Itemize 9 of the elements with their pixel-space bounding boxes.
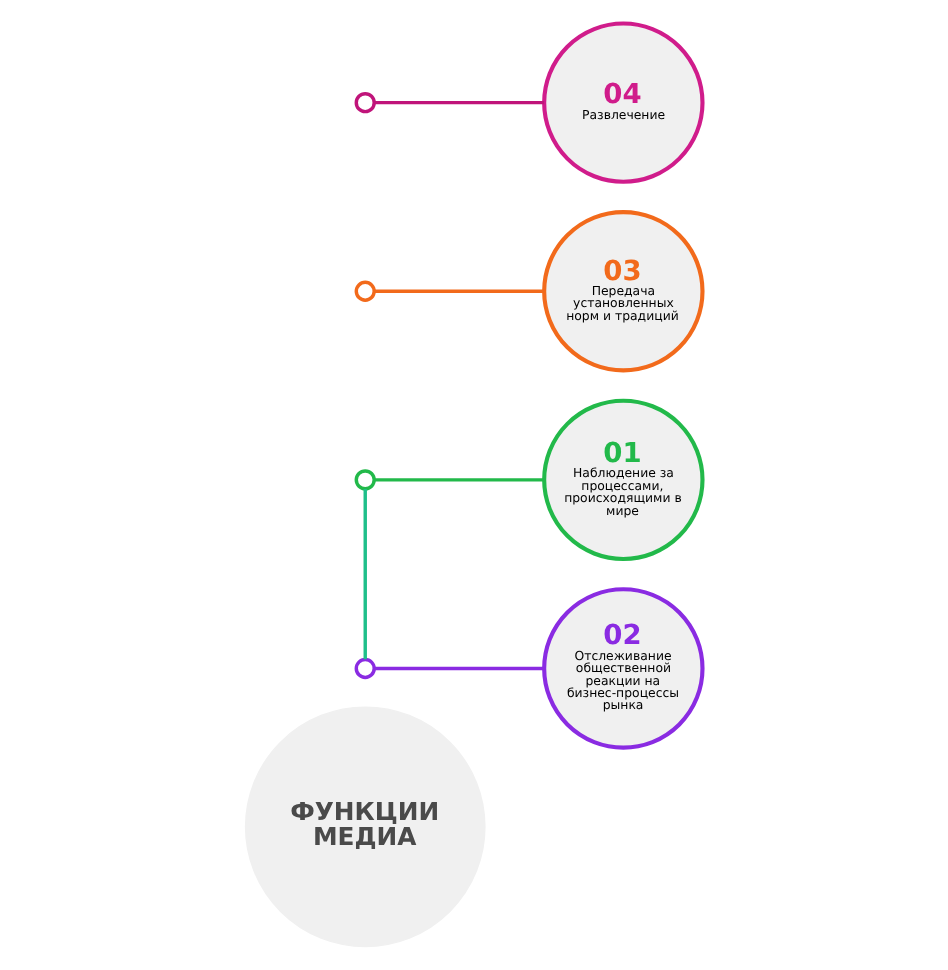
connector [374,289,545,293]
node-circle [354,469,376,491]
connector [374,100,545,105]
connector [363,488,367,660]
connector [374,478,545,482]
node-circle [354,92,376,114]
connector [374,666,545,671]
node-circle [354,280,376,302]
node-circle [354,657,376,680]
